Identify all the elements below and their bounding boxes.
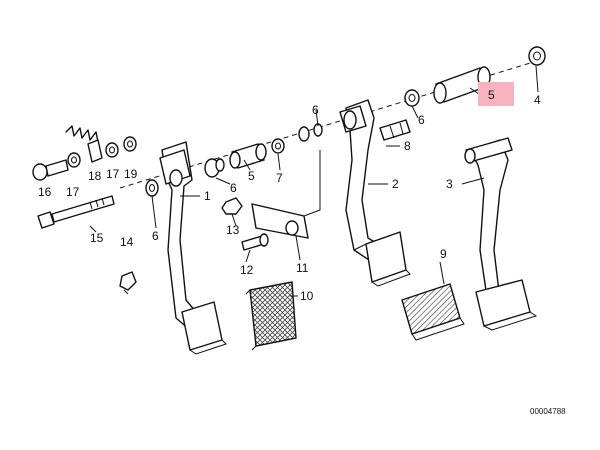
pedal-pad-part-9 bbox=[401, 283, 465, 341]
callout-12: 12 bbox=[240, 263, 254, 277]
washer-part-17-right bbox=[105, 142, 119, 158]
callout-14: 14 bbox=[120, 235, 134, 249]
callout-18: 18 bbox=[88, 169, 102, 183]
callout-16: 16 bbox=[38, 185, 52, 199]
washer-part-17-left bbox=[67, 152, 81, 168]
callout-5-left: 5 bbox=[248, 169, 255, 183]
callout-19: 19 bbox=[124, 167, 138, 181]
callout-10: 10 bbox=[300, 289, 314, 303]
bolt-part-12 bbox=[241, 233, 269, 251]
washer-part-6-middle bbox=[298, 123, 323, 142]
callout-11: 11 bbox=[296, 261, 309, 275]
callout-8: 8 bbox=[404, 139, 411, 153]
callout-4: 4 bbox=[534, 93, 541, 107]
bushing-sleeve-part-5-left bbox=[229, 143, 267, 169]
callout-6-center: 6 bbox=[230, 181, 237, 195]
washer-part-6-center bbox=[204, 158, 225, 178]
nut-part-19 bbox=[123, 136, 137, 152]
washer-part-7 bbox=[271, 138, 285, 154]
pedal-pad-part-10 bbox=[245, 281, 297, 351]
bolt-part-15 bbox=[37, 195, 115, 229]
callout-labels: 4 5 6 6 8 2 3 1 5 7 6 11 12 13 14 6 15 1… bbox=[38, 88, 541, 303]
pedal-part-3 bbox=[464, 137, 538, 331]
callout-5-highlighted: 5 bbox=[488, 88, 495, 102]
callout-3: 3 bbox=[446, 177, 453, 191]
clip-part-14 bbox=[119, 271, 137, 291]
callout-9: 9 bbox=[440, 247, 447, 261]
callout-15: 15 bbox=[90, 231, 104, 245]
leader-lines bbox=[89, 65, 539, 297]
callout-2: 2 bbox=[392, 177, 399, 191]
callout-17-left: 17 bbox=[66, 185, 80, 199]
pedal-part-1 bbox=[159, 141, 227, 355]
nut-part-13 bbox=[221, 197, 243, 215]
washer-part-6-right bbox=[404, 89, 420, 107]
callout-highlight bbox=[478, 82, 514, 106]
callout-17-right: 17 bbox=[106, 167, 120, 181]
callout-6-left: 6 bbox=[152, 229, 159, 243]
callout-6-top: 6 bbox=[312, 103, 319, 117]
clip-part-8 bbox=[379, 119, 411, 141]
callout-7: 7 bbox=[276, 171, 283, 185]
callout-1: 1 bbox=[204, 189, 211, 203]
washer-part-6-left bbox=[145, 179, 159, 197]
linkage-plate-part-11 bbox=[251, 150, 321, 239]
reference-number: 00004788 bbox=[530, 407, 566, 416]
bolt-part-16 bbox=[32, 159, 69, 181]
spring-part-18 bbox=[65, 125, 103, 163]
nut-part-4 bbox=[528, 46, 546, 66]
callout-6-right: 6 bbox=[418, 113, 425, 127]
pedal-part-2 bbox=[339, 99, 411, 287]
callout-13: 13 bbox=[226, 223, 240, 237]
